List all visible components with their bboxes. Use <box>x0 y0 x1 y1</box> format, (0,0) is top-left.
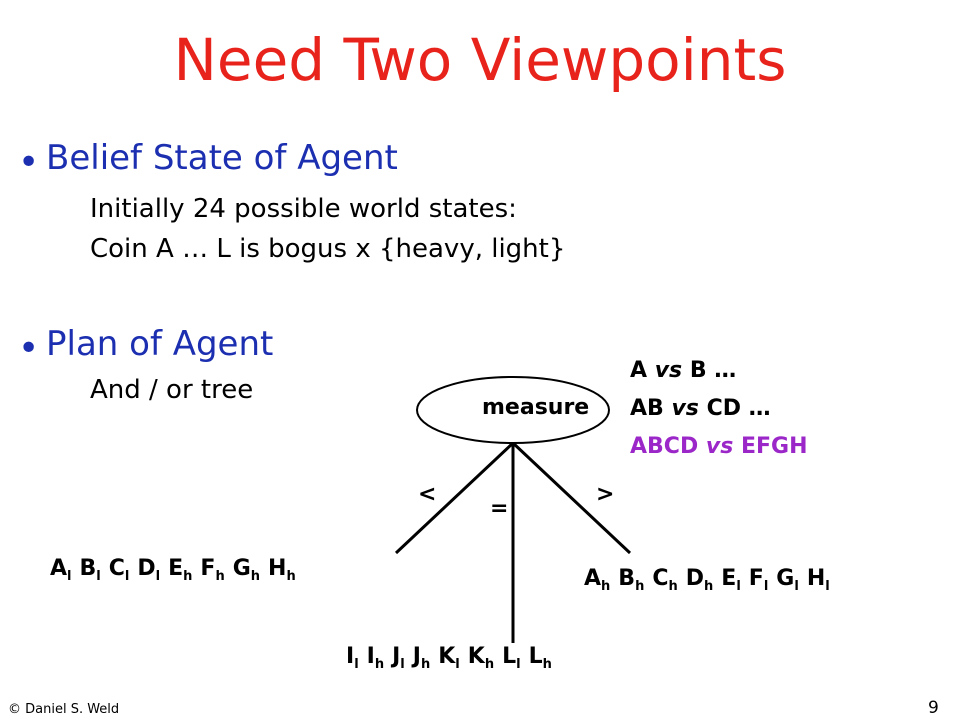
coin-letter: I <box>346 644 355 669</box>
coin-letter: L <box>502 644 517 669</box>
coin-weight-subscript: l <box>516 657 521 672</box>
option-left: ABCD <box>630 434 699 459</box>
measure-node-label: measure <box>482 395 590 420</box>
option-line: AB vs CD … <box>630 396 771 421</box>
coin-weight-subscript: l <box>794 579 799 594</box>
option-right: EFGH <box>740 434 808 459</box>
coin-letter: F <box>748 566 764 591</box>
bullet-icon: • <box>18 328 40 369</box>
page-title: Need Two Viewpoints <box>173 26 787 94</box>
coin-weight-subscript: l <box>455 657 460 672</box>
option-line-highlighted: ABCD vs EFGH <box>630 434 808 459</box>
coin-letter: G <box>232 556 251 581</box>
coin-letter: D <box>137 556 156 581</box>
coin-letter: J <box>412 644 421 669</box>
coin-weight-subscript: h <box>668 579 678 594</box>
branch-label-greater: > <box>596 482 615 507</box>
coin-weight-subscript: l <box>155 569 161 584</box>
branch-label-less: < <box>418 482 437 507</box>
coin-letter: C <box>652 566 669 591</box>
coin-letter: G <box>776 566 795 591</box>
coin-weight-subscript: h <box>542 657 552 672</box>
coin-weight-subscript: h <box>635 579 645 594</box>
coin-letter: A <box>50 556 68 581</box>
coin-weight-subscript: h <box>215 569 225 584</box>
coin-letter: E <box>721 566 737 591</box>
coin-weight-subscript: h <box>484 657 495 672</box>
bullet-heading-belief-state: Belief State of Agent <box>46 138 398 178</box>
coin-weight-subscript: h <box>374 657 385 672</box>
bullet-subline: Initially 24 possible world states: <box>90 194 517 224</box>
bullet-heading-plan: Plan of Agent <box>46 324 274 364</box>
coin-letter: E <box>168 556 184 581</box>
branch-less-line <box>394 441 515 555</box>
coin-weight-subscript: l <box>400 657 405 672</box>
coin-weight-subscript: l <box>124 569 130 584</box>
page-number: 9 <box>928 698 939 718</box>
option-line: A vs B … <box>630 358 736 383</box>
coin-weight-subscript: h <box>704 579 714 594</box>
branch-label-equal: = <box>490 496 509 521</box>
coin-weight-subscript: h <box>183 569 193 584</box>
coin-weight-subscript: h <box>420 657 431 672</box>
copyright: © Daniel S. Weld <box>8 702 120 717</box>
coin-letter: H <box>806 566 826 591</box>
coin-weight-subscript: h <box>601 579 611 594</box>
coin-letter: K <box>438 644 456 669</box>
option-left: A <box>630 358 648 383</box>
coin-letter: J <box>392 644 401 669</box>
coin-letter: F <box>200 556 216 581</box>
coin-letter: B <box>79 556 97 581</box>
coin-weight-subscript: l <box>354 657 359 672</box>
option-vs: vs <box>705 434 734 459</box>
option-vs: vs <box>654 358 683 383</box>
coin-weight-subscript: l <box>96 569 101 584</box>
bullet-subline: Coin A … L is bogus x {heavy, light} <box>90 234 566 264</box>
coin-weight-subscript: l <box>67 569 72 584</box>
coin-letter: D <box>685 566 705 591</box>
branch-greater-line <box>511 441 632 555</box>
coin-letter: B <box>618 566 636 591</box>
coin-weight-subscript: l <box>763 579 769 594</box>
coin-letter: I <box>366 644 375 669</box>
option-vs: vs <box>671 396 699 421</box>
coin-weight-subscript: l <box>825 579 830 594</box>
coin-letter: A <box>584 566 602 591</box>
coin-weight-subscript: h <box>286 569 296 584</box>
coin-letter: K <box>467 644 485 669</box>
coin-letter: H <box>268 556 287 581</box>
option-left: AB <box>630 396 664 421</box>
coin-weight-subscript: l <box>736 579 741 594</box>
coin-letter: L <box>528 644 543 669</box>
bullet-subline: And / or tree <box>90 375 254 405</box>
coin-weight-subscript: h <box>250 569 261 584</box>
option-right: CD … <box>706 396 771 421</box>
coin-letter: C <box>108 556 125 581</box>
bullet-icon: • <box>18 142 40 183</box>
option-right: B … <box>689 358 737 383</box>
